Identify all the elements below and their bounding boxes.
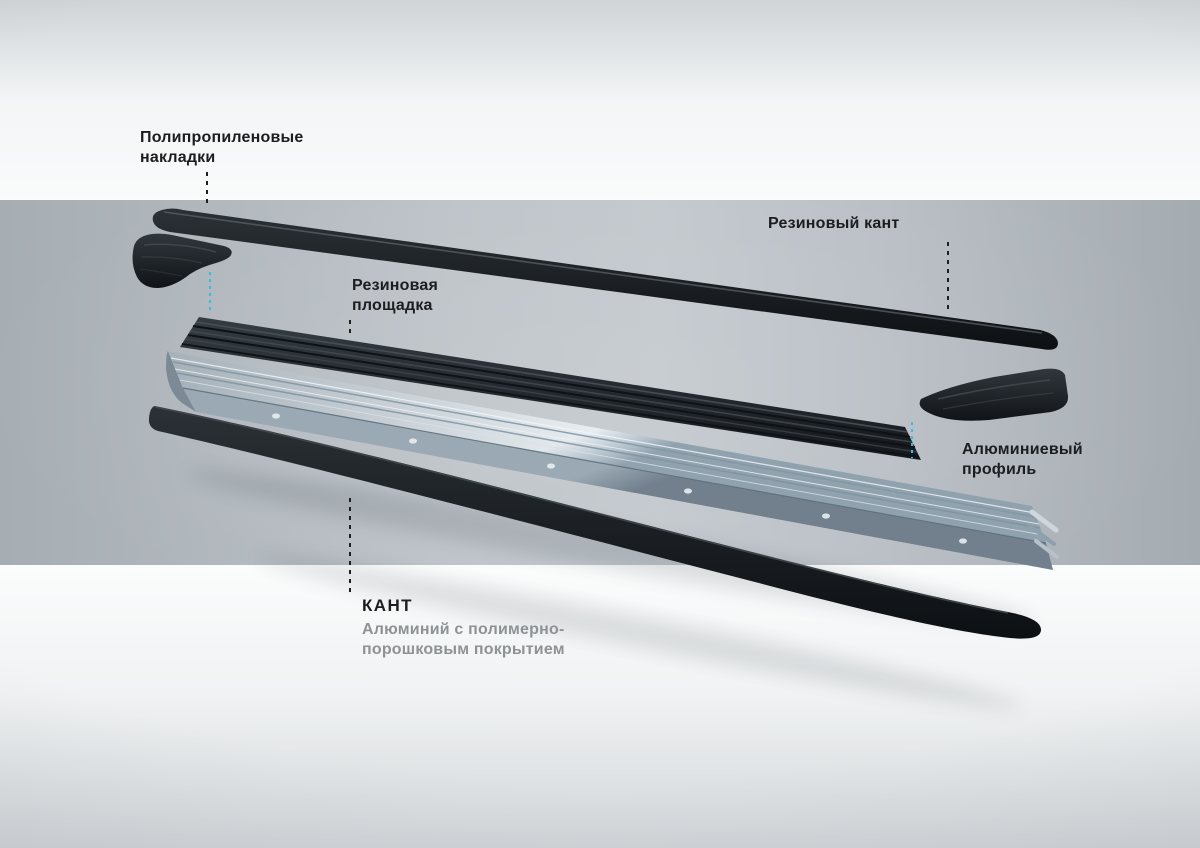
label-kant-subtitle: Алюминий с полимерно-	[362, 621, 565, 638]
groove-line	[192, 325, 911, 438]
highlight-line	[163, 211, 1043, 334]
kant-body	[148, 406, 1042, 639]
rivet-hole	[272, 413, 280, 419]
groove-line	[172, 361, 1037, 518]
rivet-hole	[959, 538, 967, 544]
polypropylene-cap-left	[132, 233, 232, 288]
groove-line	[189, 330, 913, 443]
polypropylene-cap-right	[919, 368, 1069, 421]
groove-line	[181, 343, 920, 458]
kant-edge-bar	[148, 406, 1042, 639]
label-kant: КАНТ Алюминий с полимерно- порошковым по…	[362, 596, 565, 660]
label-line: профиль	[962, 461, 1037, 478]
groove-line	[187, 334, 916, 448]
groove-line	[170, 357, 1036, 514]
profile-front-face	[183, 388, 1053, 570]
cap-body	[132, 233, 232, 288]
label-line: Алюминиевый	[962, 441, 1083, 458]
rivet-hole	[409, 438, 417, 444]
soft-shadow	[257, 555, 1023, 709]
label-rubber-pad: Резиновая площадка	[352, 276, 438, 316]
label-kant-title: КАНТ	[362, 596, 413, 615]
rubber-edging-body	[152, 208, 1058, 350]
rib-line	[139, 268, 183, 277]
rivet-hole	[822, 513, 830, 519]
rivet-hole	[684, 488, 692, 494]
label-line: Резиновая	[352, 277, 439, 294]
rivet-hole	[547, 463, 555, 469]
leader-lines	[206, 172, 949, 592]
crease-line	[182, 387, 1047, 544]
label-kant-subtitle: порошковым покрытием	[362, 641, 565, 658]
rib-line	[942, 392, 1054, 410]
groove-line	[195, 321, 908, 433]
label-line: Полипропиленовые	[140, 129, 304, 146]
label-line: Резиновый кант	[768, 215, 900, 232]
rib-line	[143, 243, 217, 253]
end-step	[1028, 524, 1056, 546]
groove-line	[184, 338, 918, 453]
label-rubber-edge: Резиновый кант	[768, 214, 899, 234]
groove-line	[176, 372, 1041, 529]
label-polypropylene-pads: Полипропиленовые накладки	[140, 128, 303, 168]
end-step	[1034, 539, 1059, 559]
rubber-edging-strip	[152, 208, 1058, 350]
profile-left-end	[166, 351, 196, 412]
label-aluminum-profile: Алюминиевый профиль	[962, 440, 1083, 480]
rib-line	[937, 379, 1051, 400]
cap-body	[919, 368, 1069, 421]
groove-line	[174, 368, 1040, 525]
rubber-platform	[180, 317, 921, 460]
aluminum-profile	[166, 351, 1059, 570]
rib-line	[140, 256, 203, 264]
label-line: площадка	[352, 297, 433, 314]
label-line: накладки	[140, 149, 216, 166]
highlight-line	[154, 406, 1009, 614]
end-step	[1029, 509, 1059, 533]
groove-line	[179, 379, 1044, 536]
